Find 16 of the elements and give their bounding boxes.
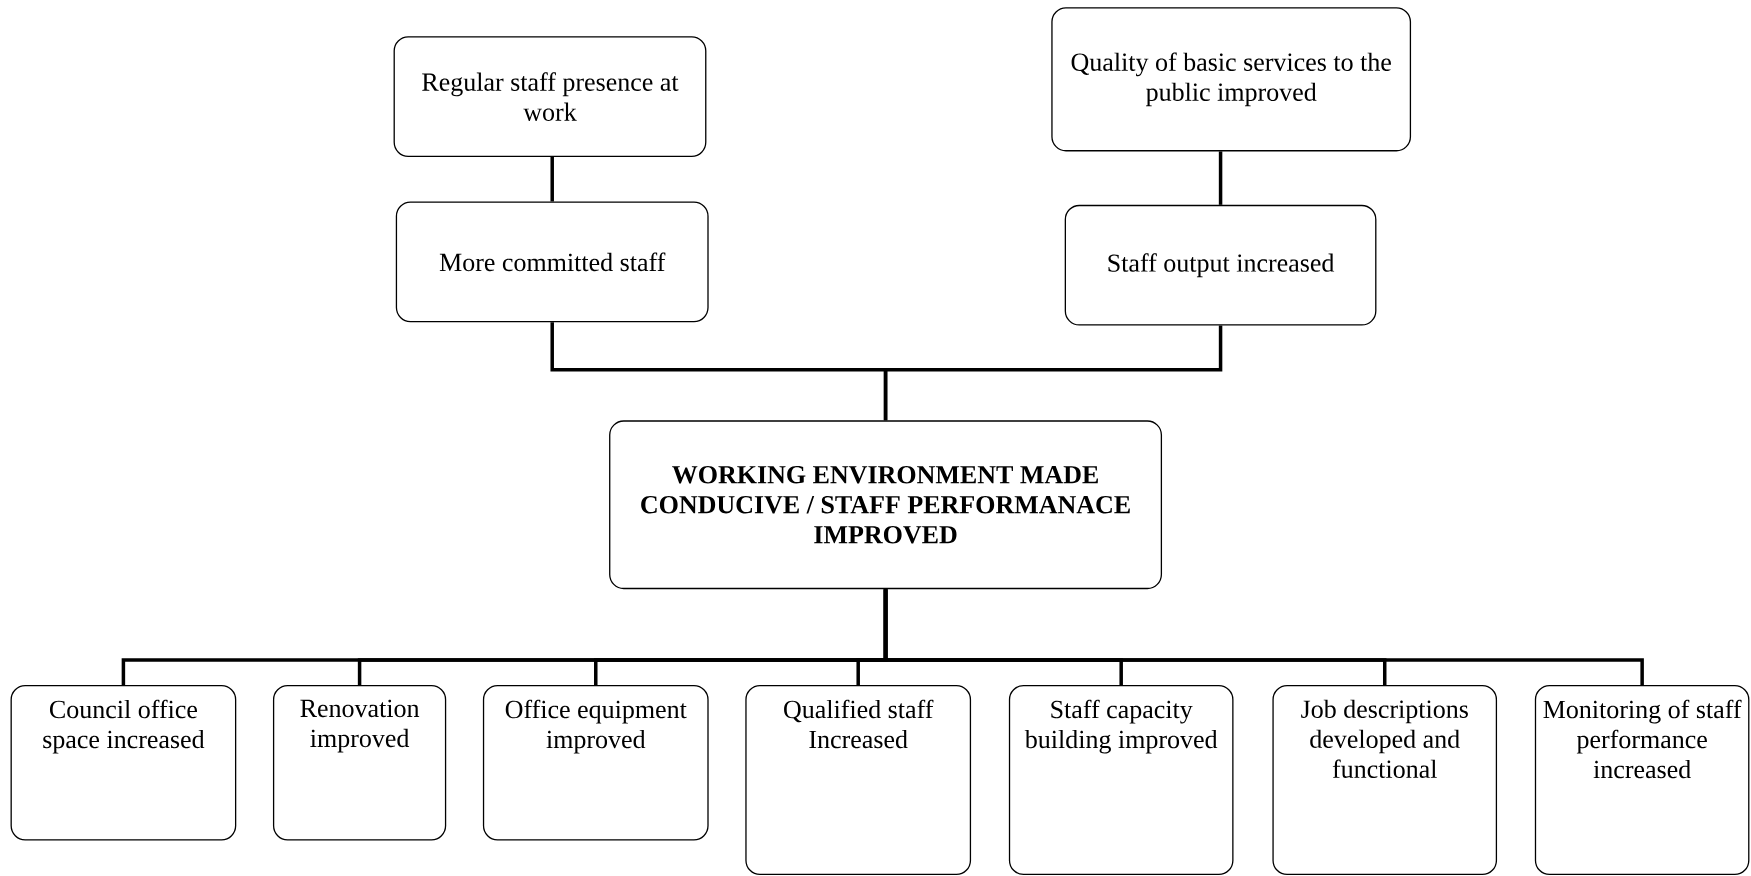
connector-line <box>550 157 554 202</box>
outcome-box: Job descriptions developed and functional <box>1272 685 1498 876</box>
connector-line <box>883 325 1223 421</box>
connector-line <box>1218 151 1223 205</box>
outcome-box: Regular staff presence at work <box>393 36 707 157</box>
connector-line <box>883 589 1644 685</box>
outcome-box: Renovation improved <box>272 685 447 841</box>
result-box: WORKING ENVIRONMENT MADE CONDUCIVE / STAFF PERFORMANACE IMPROVED <box>609 420 1163 590</box>
outcome-box: Monitoring of staff performance increased <box>1534 685 1750 876</box>
outcome-box: Office equipment improved <box>482 685 709 841</box>
outcome-box: Quality of basic services to the public improved <box>1051 7 1412 152</box>
outcome-box: Staff output increased <box>1064 204 1377 326</box>
outcome-box: Council office space increased <box>10 685 237 841</box>
outcome-box: Staff capacity building improved <box>1008 685 1234 876</box>
outcome-box: More committed staff <box>395 201 709 323</box>
outcome-box: Qualified staff Increased <box>745 685 972 876</box>
